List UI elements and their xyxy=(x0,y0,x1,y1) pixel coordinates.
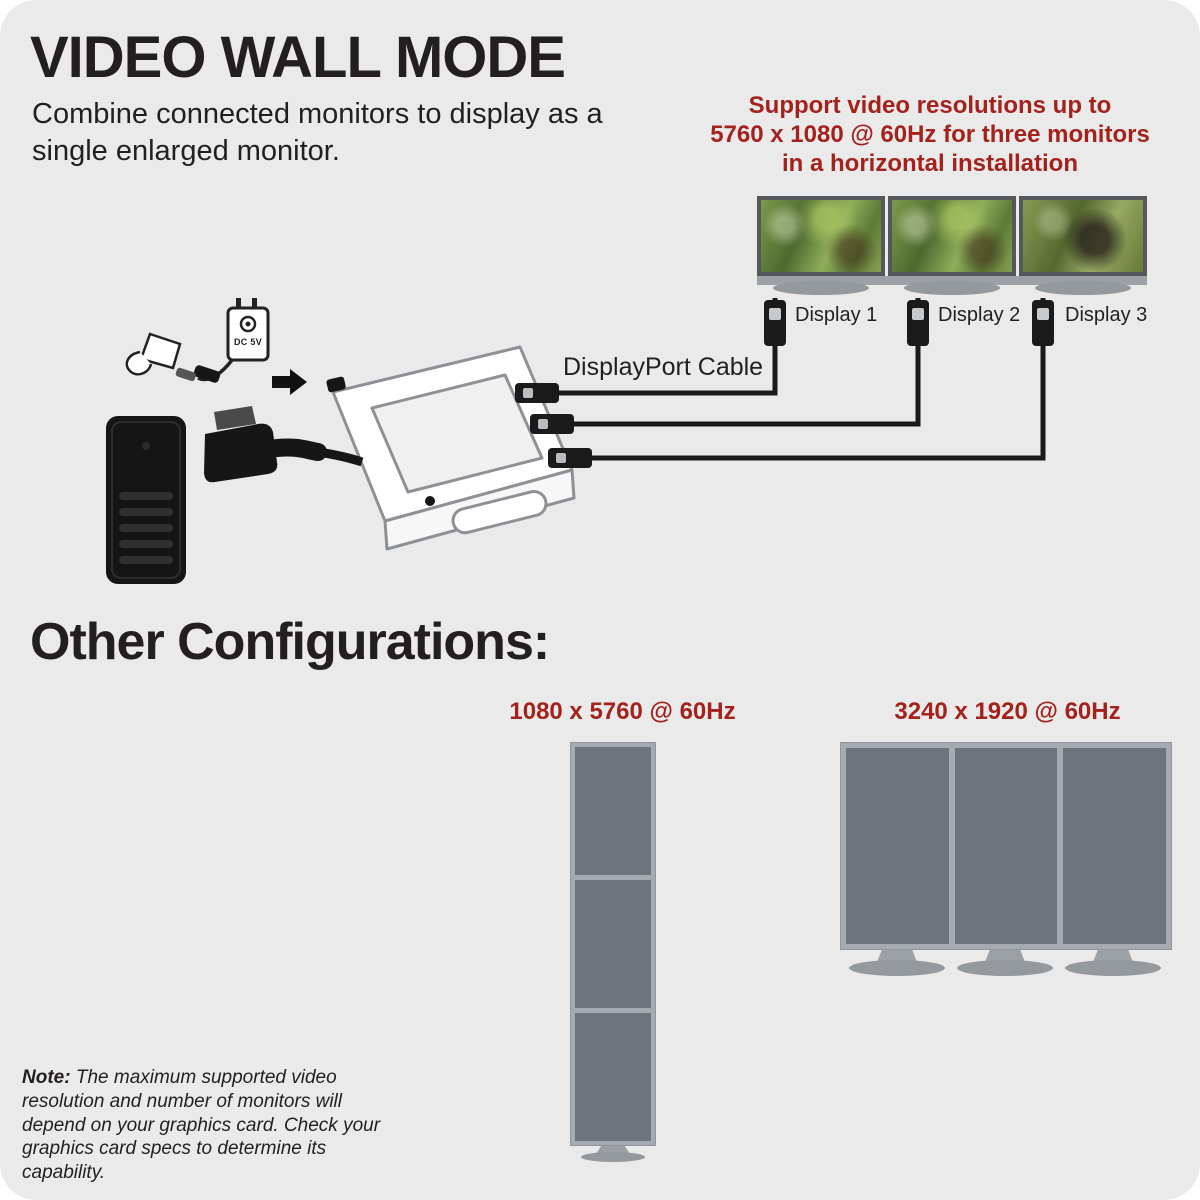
monitor-2-stand xyxy=(904,281,1000,295)
footnote-prefix: Note: xyxy=(22,1067,71,1088)
monitor-3-stand xyxy=(1035,281,1131,295)
horizontal-video-wall xyxy=(840,742,1172,950)
vertical-panel-2 xyxy=(575,880,651,1008)
vertical-panel-3 xyxy=(575,1013,651,1141)
resolution-note-line-3: in a horizontal installation xyxy=(781,149,1078,177)
monitor-2 xyxy=(888,196,1016,276)
vertical-wall-stand-foot xyxy=(581,1152,645,1162)
monitor-2-screen xyxy=(888,196,1016,276)
display-2-label: Display 2 xyxy=(938,304,1021,326)
displayport-plug xyxy=(204,406,364,483)
video-wall-monitors xyxy=(757,196,1147,276)
vertical-panel-1 xyxy=(575,747,651,875)
horizontal-wall-stand-foot-2 xyxy=(957,960,1053,976)
horizontal-wall-stand-foot-3 xyxy=(1065,960,1161,976)
horizontal-wall-stand-foot-1 xyxy=(849,960,945,976)
config-vertical-label: 1080 x 5760 @ 60Hz xyxy=(509,698,736,725)
displayport-cable-label: DisplayPort Cable xyxy=(563,353,764,381)
monitor-3 xyxy=(1019,196,1147,276)
horizontal-wall-stand-neck-2 xyxy=(985,950,1025,962)
footnote-body: The maximum supported video resolution a… xyxy=(22,1067,381,1183)
display-3-label: Display 3 xyxy=(1065,304,1148,326)
footnote: Note: The maximum supported video resolu… xyxy=(22,1066,382,1185)
media-player-device xyxy=(106,416,186,584)
page-subtitle: Combine connected monitors to display as… xyxy=(32,98,603,168)
horizontal-wall-stand-neck-1 xyxy=(877,950,917,962)
adapter-dc-label: DC 5V xyxy=(233,337,262,347)
config-horizontal-label: 3240 x 1920 @ 60Hz xyxy=(894,698,1121,725)
monitor-1-screen xyxy=(757,196,885,276)
monitor-1 xyxy=(757,196,885,276)
mst-hub-device xyxy=(326,345,576,551)
monitor-base-bar xyxy=(757,276,1147,285)
horizontal-panel-2 xyxy=(954,748,1058,944)
resolution-note-line-1: Support video resolutions up to xyxy=(748,92,1112,119)
display-1-label: Display 1 xyxy=(795,304,878,326)
page-title: VIDEO WALL MODE xyxy=(30,25,566,90)
horizontal-wall-stand-neck-3 xyxy=(1093,950,1133,962)
horizontal-panel-1 xyxy=(846,748,949,944)
hub-side-dp-plugs xyxy=(515,383,592,468)
arrow-icon xyxy=(272,369,307,395)
resolution-note: Support video resolutions up to 5760 x 1… xyxy=(690,92,1170,178)
vertical-wall-stand-neck xyxy=(596,1146,630,1154)
resolution-note-line-2: 5760 x 1080 @ 60Hz for three monitors xyxy=(710,120,1150,148)
other-configurations-heading: Other Configurations: xyxy=(30,613,550,671)
monitor-3-screen xyxy=(1019,196,1147,276)
horizontal-panel-3 xyxy=(1063,748,1167,944)
monitor-1-stand xyxy=(773,281,869,295)
vertical-video-wall xyxy=(570,742,656,1146)
